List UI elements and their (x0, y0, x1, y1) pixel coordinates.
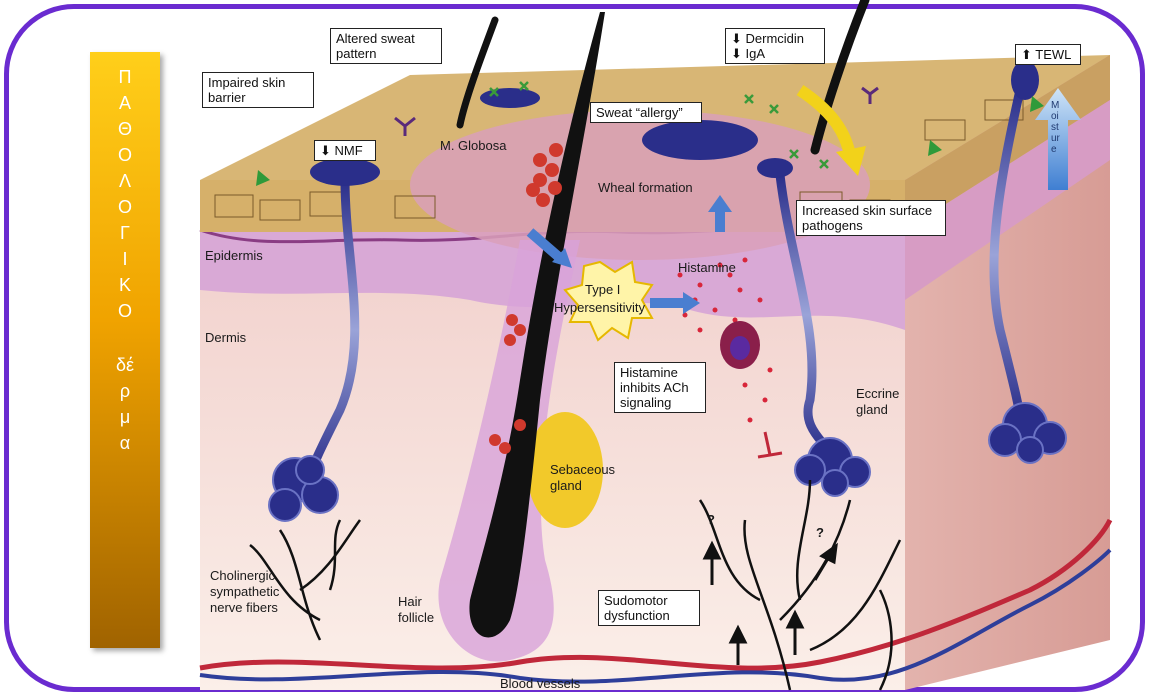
hair-follicle-label: Hair follicle (398, 594, 444, 626)
question-mark: ? (707, 512, 715, 528)
histamine-label: Histamine (678, 260, 736, 276)
sweat-pool (642, 120, 758, 160)
histamine-inhibits-box: Histamine inhibits ACh signaling (614, 362, 706, 413)
blood-vessels-label: Blood vessels (500, 676, 580, 692)
nmf-box: ⬇ NMF (314, 140, 376, 161)
sudomotor-box: Sudomotor dysfunction (598, 590, 700, 626)
altered-sweat-pattern-box: Altered sweat pattern (330, 28, 442, 64)
question-mark: ? (816, 525, 824, 541)
m-globosa-label: M. Globosa (440, 138, 506, 154)
dermcidin-iga-box: ⬇ Dermcidin ⬇ IgA (725, 28, 825, 64)
type1-label: Type I (585, 282, 620, 298)
hypersensitivity-label: Hypersensitivity (554, 300, 645, 316)
iga-label: ⬇ IgA (731, 46, 819, 61)
sweat-allergy-box: Sweat “allergy” (590, 102, 702, 123)
moisture-label: Moisture (1051, 100, 1061, 155)
tewl-box: ⬆ TEWL (1015, 44, 1081, 65)
pathogens-box: Increased skin surface pathogens (796, 200, 946, 236)
cholinergic-label: Cholinergic sympathetic nerve fibers (210, 568, 310, 616)
sebaceous-gland-label: Sebaceous gland (550, 462, 620, 494)
impaired-skin-barrier-box: Impaired skin barrier (202, 72, 314, 108)
epidermis-label: Epidermis (205, 248, 263, 264)
dermcidin-label: ⬇ Dermcidin (731, 31, 819, 46)
wheal-formation-label: Wheal formation (598, 180, 693, 196)
dermis-label: Dermis (205, 330, 246, 346)
eccrine-gland-label: Eccrine gland (856, 386, 912, 418)
